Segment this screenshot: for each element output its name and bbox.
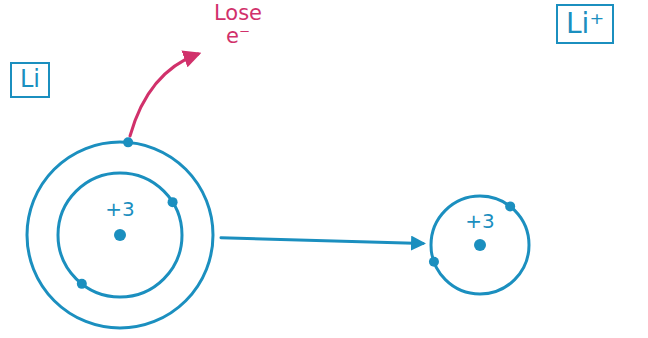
electron [77, 279, 87, 289]
electron [505, 201, 515, 211]
nucleus [114, 229, 126, 241]
element-box: Li [10, 62, 50, 98]
atom-drawing [25, 140, 215, 330]
element-box: Li⁺ [556, 4, 614, 44]
annotation: Lose e⁻ [206, 2, 270, 48]
nuclear-charge: +3 [105, 198, 134, 221]
element-symbol: Li⁺ [566, 8, 604, 40]
reaction-arrow [221, 238, 423, 244]
nuclear-charge: +3 [465, 210, 494, 233]
electron-loss-arrow [130, 54, 198, 136]
electron [123, 137, 133, 147]
electron-shell [431, 196, 529, 294]
atom-shell: +3 [430, 195, 530, 295]
atom-shell: +3 [25, 140, 215, 330]
electron [429, 257, 439, 267]
electron-shell [27, 142, 213, 328]
electron-shell [58, 173, 182, 297]
electron [168, 197, 178, 207]
element-symbol: Li [20, 66, 40, 94]
nucleus [474, 239, 486, 251]
